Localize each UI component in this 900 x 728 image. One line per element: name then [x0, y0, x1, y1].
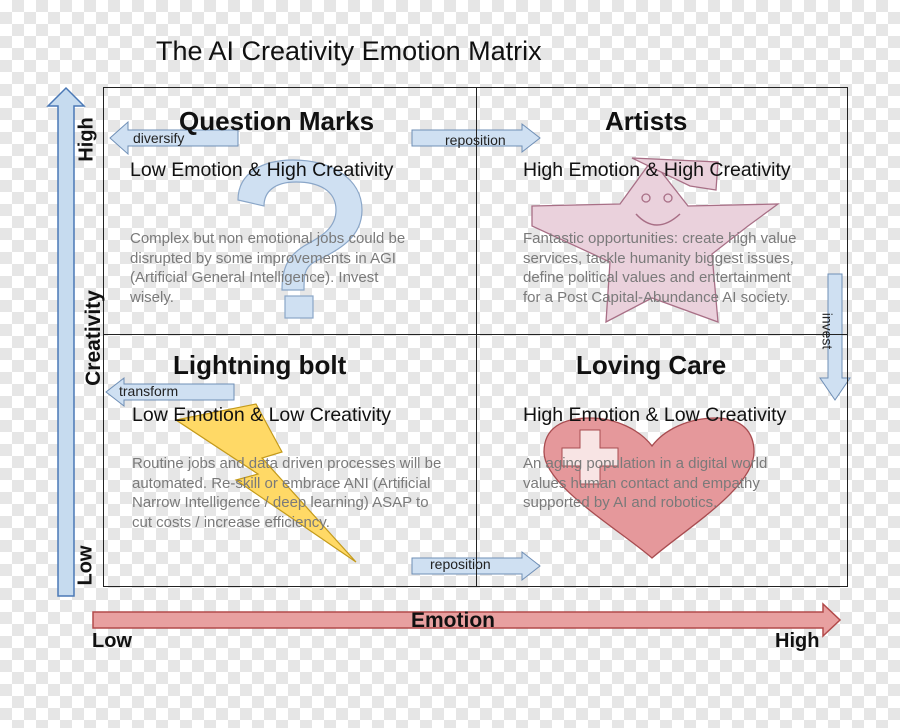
creativity-low-label: Low — [74, 545, 97, 586]
diagram-title: The AI Creativity Emotion Matrix — [156, 36, 542, 66]
desc-line: (Artificial General Intelligence). Inves… — [130, 269, 379, 286]
desc-line: values human contact and empathy — [523, 474, 760, 492]
transform-label: transform — [119, 383, 179, 399]
artists-subtitle: High Emotion & High Creativity — [523, 159, 791, 181]
loving-care-description: An aging population in a digital world v… — [523, 454, 767, 513]
diversify-label: diversify — [133, 130, 185, 146]
matrix-frame — [103, 87, 848, 587]
artists-title: Artists — [605, 106, 688, 136]
desc-line: supported by AI and robotics. — [523, 494, 718, 511]
desc-line: services, tackle humanity biggest issues… — [523, 249, 794, 267]
desc-line: for a Post Capital-Abundance AI society. — [523, 288, 791, 306]
creativity-axis-label: Creativity — [81, 290, 105, 386]
question-marks-description: Complex but non emotional jobs could be … — [130, 229, 405, 307]
desc-line: Narrow Intelligence / deep learning) ASA… — [132, 494, 429, 511]
emotion-axis-arrow — [92, 602, 842, 638]
reposition-bottom-label: reposition — [430, 556, 491, 572]
desc-line: Routine jobs and data driven processes w… — [132, 455, 442, 472]
question-marks-title: Question Marks — [179, 106, 375, 136]
loving-care-subtitle: High Emotion & Low Creativity — [523, 404, 787, 426]
desc-line: automated. Re-skill or embrace ANI (Arti… — [132, 474, 431, 492]
matrix-horizontal-divider — [103, 334, 848, 335]
lightning-bolt-title: Lightning bolt — [173, 350, 347, 380]
diversify-arrow — [109, 120, 239, 156]
desc-line: disrupted by some improvements in AGI — [130, 249, 396, 267]
smiling-star-icon — [531, 157, 781, 324]
desc-line: Fantastic opportunities: create high val… — [523, 230, 797, 247]
matrix-vertical-divider — [476, 87, 477, 587]
desc-line: cut costs / increase efficiency. — [132, 513, 330, 531]
lightning-bolt-icon — [174, 403, 357, 563]
loving-care-title: Loving Care — [576, 350, 727, 380]
reposition-top-label: reposition — [445, 132, 506, 148]
desc-line: Complex but non emotional jobs could be — [130, 230, 406, 247]
emotion-high-label: High — [775, 630, 820, 652]
transform-arrow — [105, 376, 235, 408]
artists-description: Fantastic opportunities: create high val… — [523, 229, 797, 307]
heart-with-cross-icon — [543, 417, 755, 559]
desc-line: define political values and entertainmen… — [523, 269, 791, 286]
emotion-axis-label: Emotion — [411, 609, 495, 632]
lightning-bolt-subtitle: Low Emotion & Low Creativity — [132, 404, 392, 426]
lightning-bolt-description: Routine jobs and data driven processes w… — [132, 454, 441, 532]
emotion-low-label: Low — [92, 630, 132, 652]
creativity-axis-arrow — [46, 86, 86, 597]
desc-line: wisely. — [130, 288, 174, 306]
desc-line: An aging population in a digital world — [523, 455, 768, 472]
invest-arrow — [819, 273, 851, 401]
invest-label: invest — [819, 312, 836, 350]
creativity-high-label: High — [75, 117, 98, 162]
question-mark-icon — [237, 159, 363, 319]
question-marks-subtitle: Low Emotion & High Creativity — [130, 159, 394, 181]
